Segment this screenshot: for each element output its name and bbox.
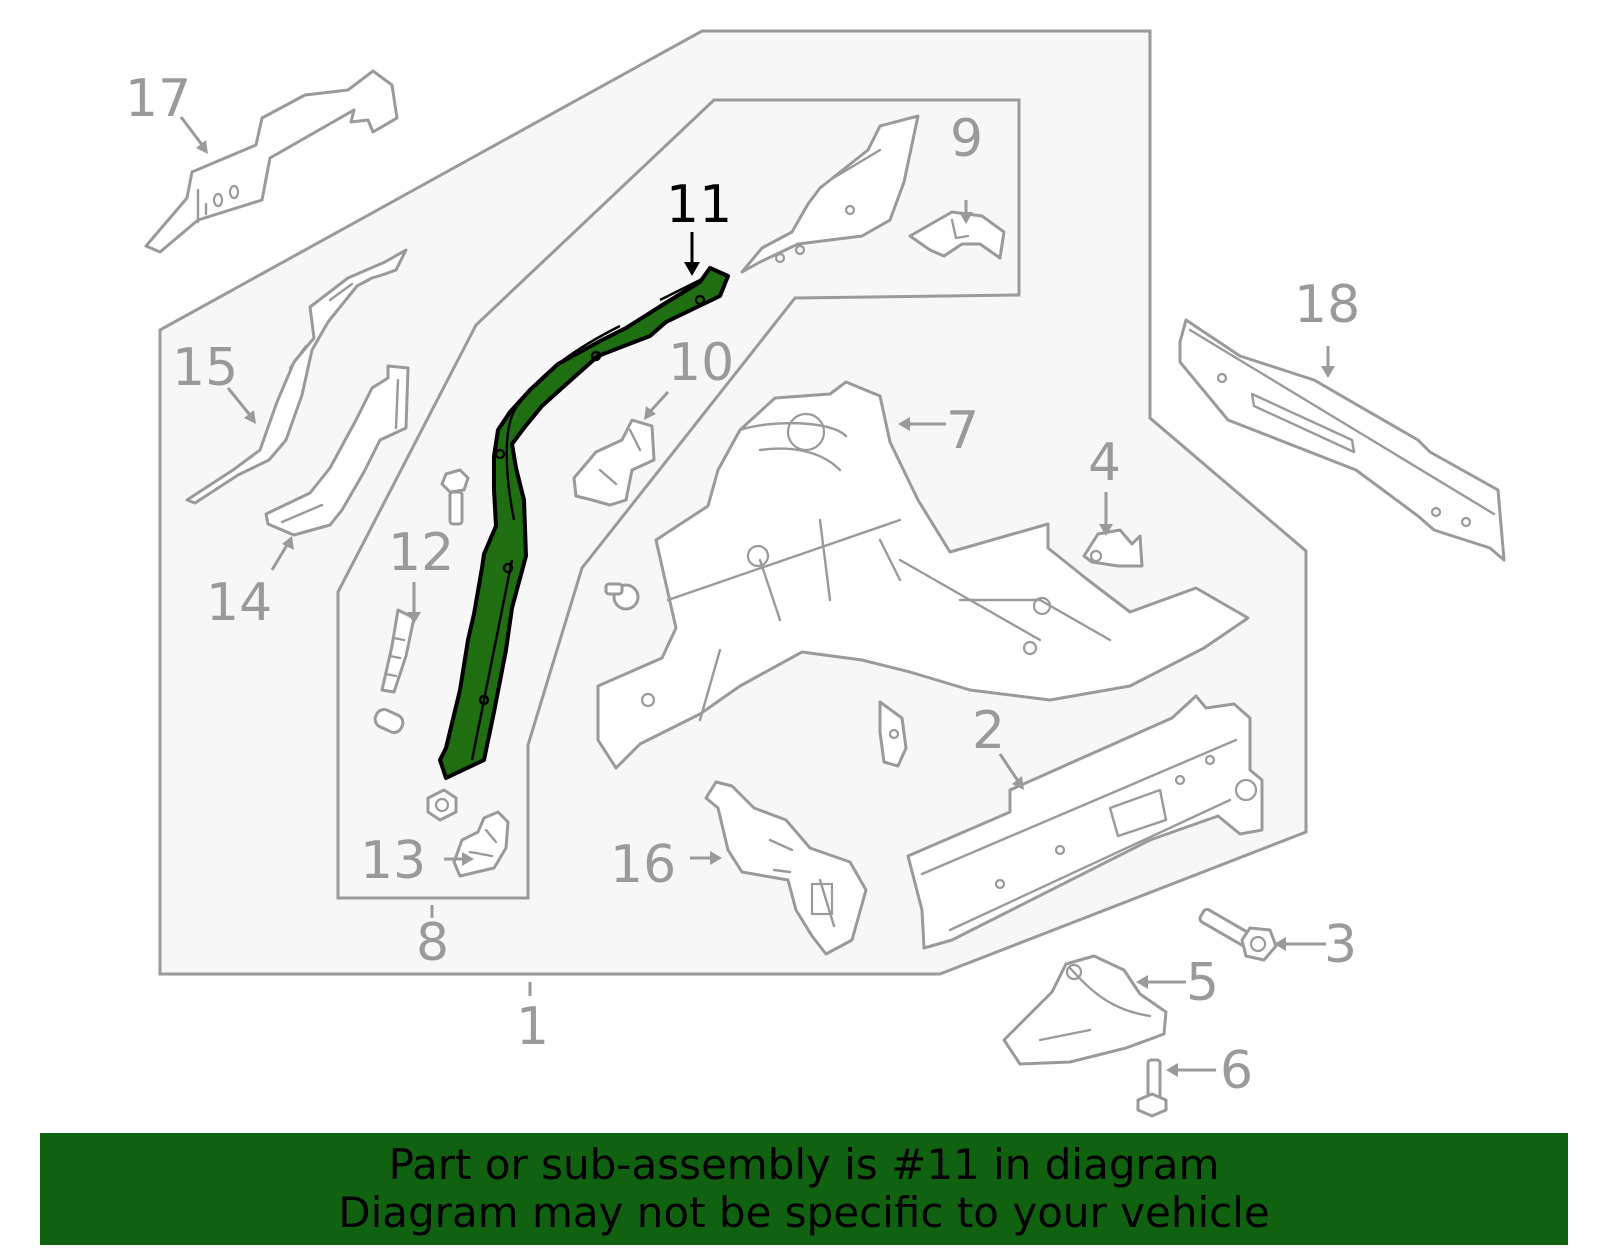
bolt-mid[interactable] <box>604 582 640 611</box>
part-10[interactable] <box>572 418 656 507</box>
callout-3: 3 <box>1324 915 1357 975</box>
part-17[interactable] <box>144 69 399 254</box>
banner-line-1: Part or sub-assembly is #11 in diagram <box>388 1140 1220 1189</box>
callout-6: 6 <box>1220 1041 1253 1101</box>
part-15[interactable] <box>185 248 408 505</box>
part-18[interactable] <box>1178 318 1506 562</box>
callout-9: 9 <box>950 109 983 169</box>
callout-8: 8 <box>416 913 449 973</box>
nut-lower[interactable] <box>426 788 458 822</box>
part-16[interactable] <box>704 780 868 956</box>
callout-2: 2 <box>972 701 1005 761</box>
banner-line-2: Diagram may not be specific to your vehi… <box>338 1188 1270 1237</box>
part-4[interactable] <box>1082 528 1144 568</box>
leader-lines <box>179 116 1335 1077</box>
callout-11: 11 <box>666 175 732 235</box>
callout-15: 15 <box>172 338 238 398</box>
part-3[interactable] <box>1198 907 1278 962</box>
callout-12: 12 <box>388 523 454 583</box>
info-banner: Part or sub-assembly is #11 in diagram D… <box>40 1133 1568 1245</box>
bracket-center[interactable] <box>878 700 908 768</box>
callout-14: 14 <box>206 573 272 633</box>
part-7[interactable] <box>596 380 1250 770</box>
part-5[interactable] <box>1002 954 1168 1066</box>
bolt-upper[interactable] <box>440 468 470 526</box>
callout-4: 4 <box>1088 433 1121 493</box>
assembly-8-outline <box>336 98 1021 900</box>
part-14[interactable] <box>264 364 410 537</box>
part-6[interactable] <box>1136 1058 1168 1118</box>
callout-5: 5 <box>1186 953 1219 1013</box>
callout-7: 7 <box>946 401 979 461</box>
parts-diagram: 17 15 14 12 13 8 1 11 10 9 7 4 18 2 16 3… <box>125 29 1506 1118</box>
callout-17: 17 <box>125 69 191 129</box>
callout-13: 13 <box>360 831 426 891</box>
part-9-upper[interactable] <box>740 114 920 274</box>
callout-10: 10 <box>668 333 734 393</box>
callout-18: 18 <box>1294 275 1360 335</box>
part-12-bolt[interactable] <box>373 707 406 735</box>
part-2[interactable] <box>906 694 1264 950</box>
callout-16: 16 <box>610 835 676 895</box>
part-11-highlighted[interactable] <box>438 266 730 780</box>
callout-1: 1 <box>516 997 549 1057</box>
